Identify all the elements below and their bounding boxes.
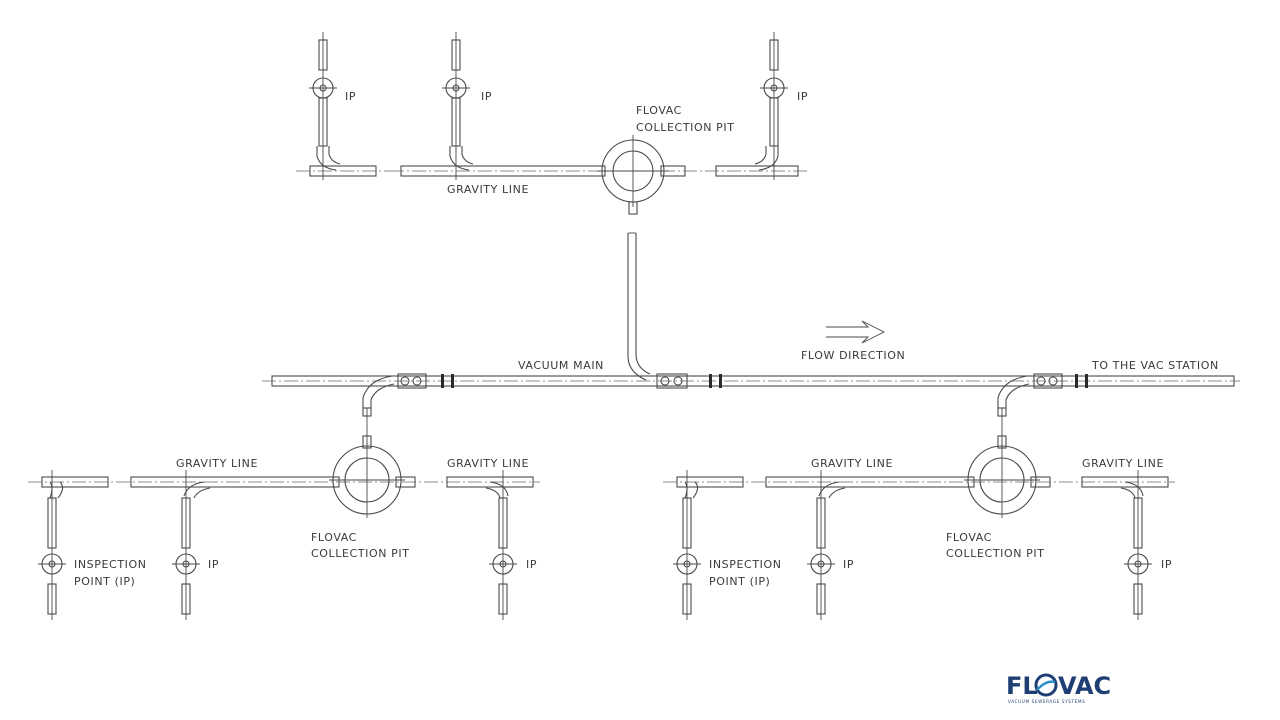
bottom-right-cluster: GRAVITY LINE GRAVITY LINE FLOVAC COLLECT… (663, 407, 1175, 620)
bottom-right-collection-pit (964, 442, 1040, 518)
main-junction-right (997, 373, 1063, 408)
top-pit-label-line2: COLLECTION PIT (636, 121, 735, 134)
br-pit-label-line1: FLOVAC (946, 531, 992, 544)
bl-ip-label: IP (208, 558, 219, 571)
top-collection-pit (597, 135, 669, 215)
top-ip-riser-1 (309, 32, 341, 180)
bottom-right-ip-riser-3 (1120, 470, 1152, 620)
top-pit-outlet-pipe (627, 232, 651, 381)
br-pit-label-line2: COLLECTION PIT (946, 547, 1045, 560)
top-ip-riser-3 (754, 32, 788, 180)
top-ip-label-2: IP (481, 90, 492, 103)
vacuum-main: VACUUM MAIN FLOW DIRECTION TO THE VAC ST… (262, 320, 1240, 408)
bl-inspection-label-line2: POINT (IP) (74, 575, 135, 588)
main-junction-center (656, 373, 688, 389)
top-ip-label-1: IP (345, 90, 356, 103)
bl-ip-label-2: IP (526, 558, 537, 571)
coupling (451, 374, 454, 388)
coupling (441, 374, 444, 388)
bottom-right-ip-riser-2 (807, 470, 846, 620)
flovac-logo: FL VAC VACUUM SEWERAGE SYSTEMS (1006, 672, 1111, 704)
br-inspection-label-line2: POINT (IP) (709, 575, 770, 588)
bl-gravity-label-2: GRAVITY LINE (447, 457, 529, 470)
top-gravity-label: GRAVITY LINE (447, 183, 529, 196)
bl-pit-label-line1: FLOVAC (311, 531, 357, 544)
top-gravity-pipe-main (390, 165, 606, 177)
top-cluster: IP IP IP FLOVAC COLLECTION PIT GRAVITY L… (296, 32, 810, 381)
logo-drop-icon (1034, 673, 1058, 697)
br-ip-label: IP (843, 558, 854, 571)
flow-direction-label: FLOW DIRECTION (801, 349, 905, 362)
top-gravity-pipe-left (296, 165, 390, 177)
flow-arrow-icon (826, 320, 886, 344)
logo-text-left: FL (1006, 672, 1038, 700)
to-vac-station-label: TO THE VAC STATION (1091, 359, 1219, 372)
bottom-left-ip-riser-2 (172, 470, 211, 620)
coupling (709, 374, 712, 388)
logo-tagline: VACUUM SEWERAGE SYSTEMS (1008, 699, 1085, 704)
bottom-left-cluster: GRAVITY LINE GRAVITY LINE FLOVAC COLLECT… (28, 407, 540, 620)
coupling (1075, 374, 1078, 388)
br-inspection-label-line1: INSPECTION (709, 558, 782, 571)
top-ip-riser-2 (442, 32, 474, 180)
bottom-left-inspection-point (38, 470, 66, 620)
top-pit-label-line1: FLOVAC (636, 104, 682, 117)
bl-gravity-label-1: GRAVITY LINE (176, 457, 258, 470)
bl-pit-label-line2: COLLECTION PIT (311, 547, 410, 560)
bottom-left-ip-riser-3 (485, 470, 517, 620)
bl-inspection-label-line1: INSPECTION (74, 558, 147, 571)
br-gravity-label-2: GRAVITY LINE (1082, 457, 1164, 470)
coupling (1085, 374, 1088, 388)
bottom-left-collection-pit (329, 442, 405, 518)
vacuum-main-label: VACUUM MAIN (518, 359, 604, 372)
bottom-right-inspection-point (673, 470, 701, 620)
coupling (719, 374, 722, 388)
main-junction-left (362, 373, 427, 408)
br-ip-label-2: IP (1161, 558, 1172, 571)
br-gravity-label-1: GRAVITY LINE (811, 457, 893, 470)
top-ip-label-3: IP (797, 90, 808, 103)
top-gravity-pipe-right (660, 165, 810, 177)
logo-text-right: VAC (1058, 672, 1111, 700)
